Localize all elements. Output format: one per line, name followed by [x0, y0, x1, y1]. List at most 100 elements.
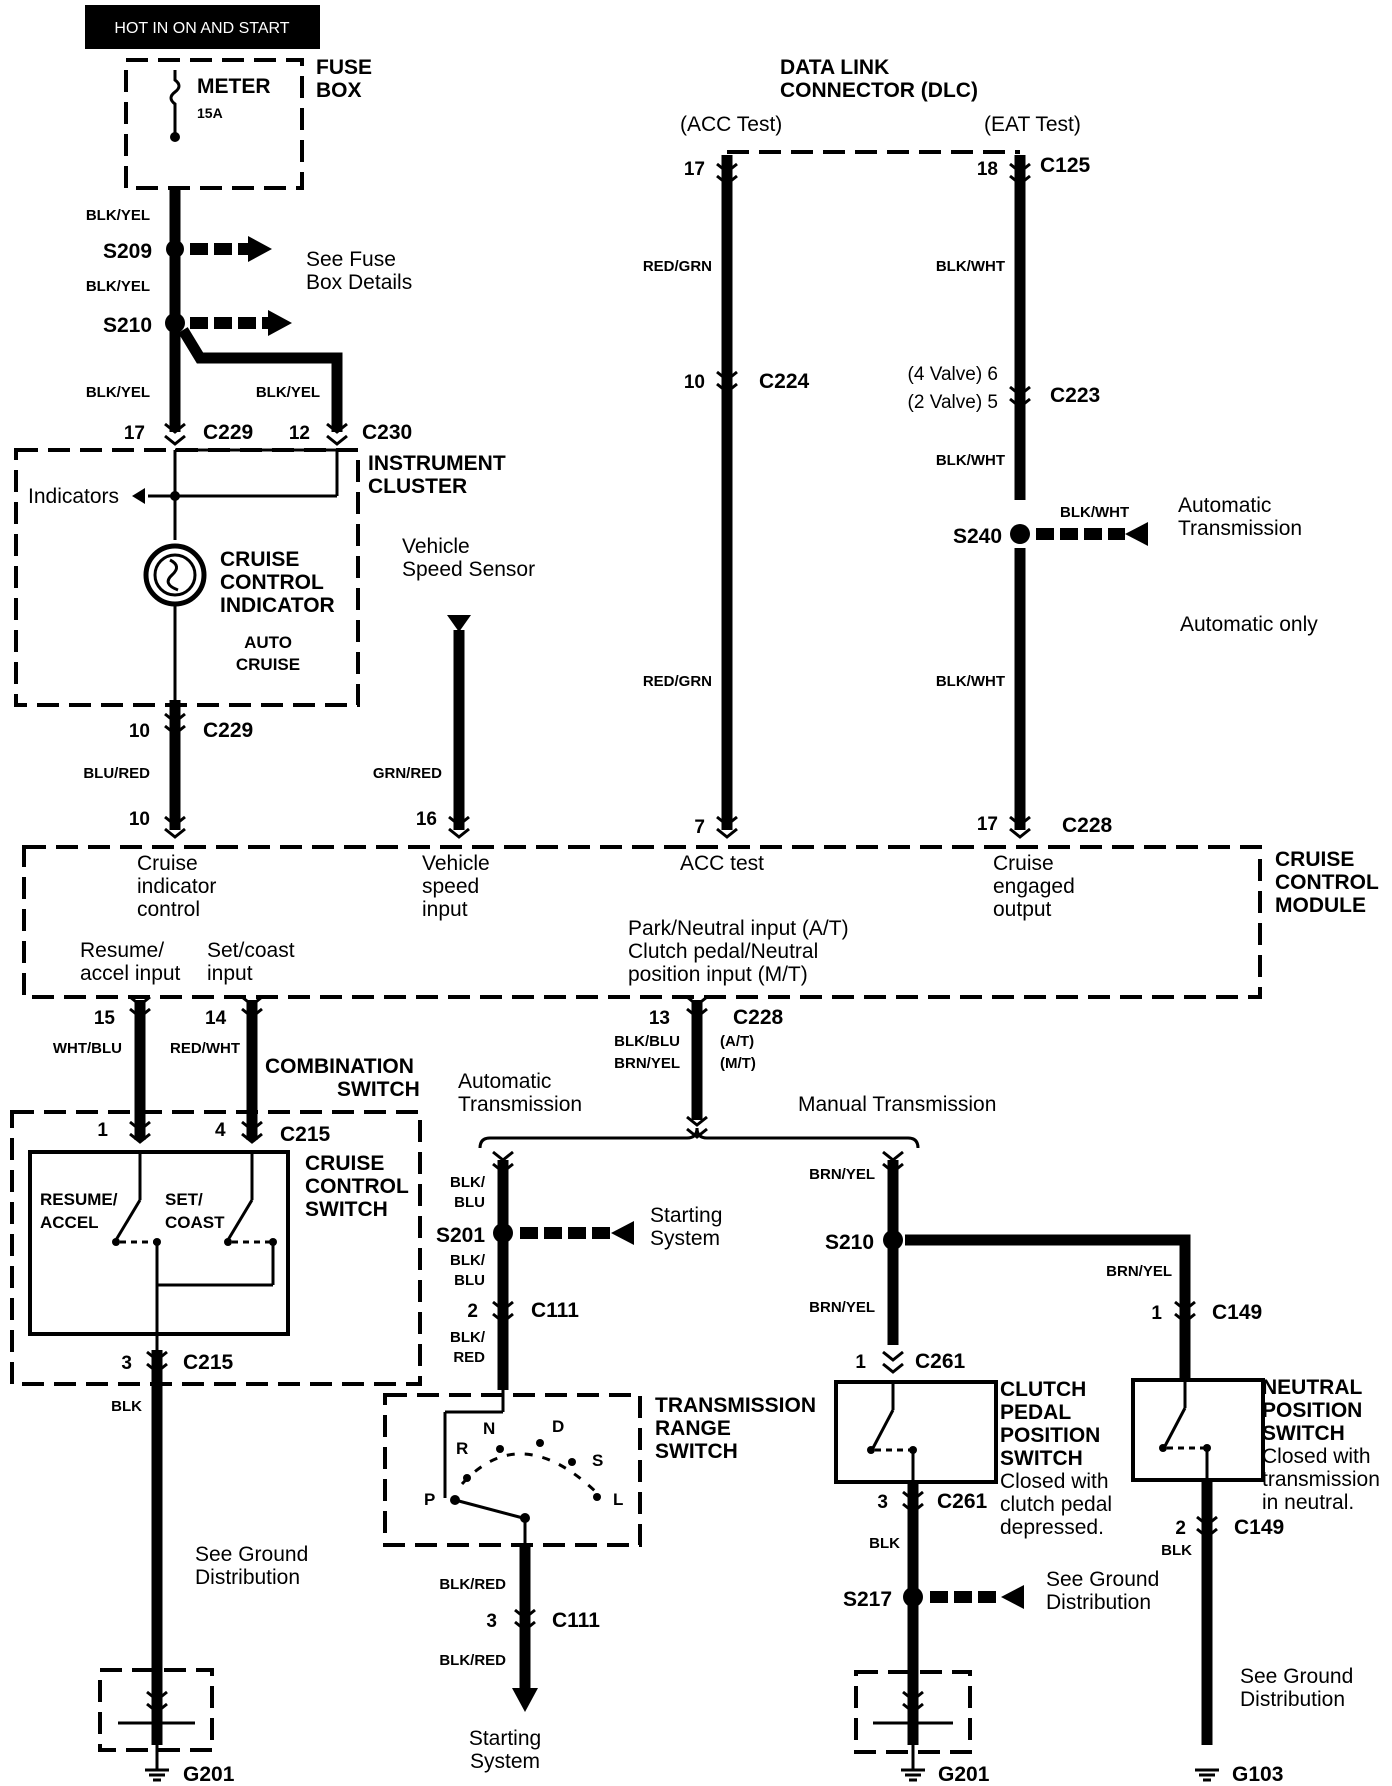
wire-label: BLK/YEL: [86, 384, 150, 401]
wire-label: BRN/YEL: [809, 1166, 875, 1183]
hot-label: HOT IN ON AND START: [114, 20, 289, 37]
splice-s209: [166, 240, 184, 258]
arrow-icon: [1001, 1585, 1024, 1609]
pin: 17: [124, 423, 145, 444]
connector-c111-b: C111: [552, 1609, 600, 1632]
connector-c224: C224: [759, 370, 810, 393]
wire-label: BLK/BLU: [614, 1033, 680, 1050]
connector-chevron-icon: [164, 815, 186, 839]
pin: 1: [855, 1352, 866, 1373]
connector-chevron-icon: [686, 995, 708, 1019]
note: See Ground: [1240, 1665, 1353, 1688]
wire-label: BRN/YEL: [614, 1055, 680, 1072]
wire-label: RED/WHT: [170, 1040, 240, 1057]
pin: 1: [97, 1120, 108, 1141]
switch-label: COAST: [165, 1213, 225, 1232]
connector-c215-b: C215: [183, 1351, 234, 1374]
branch-bracket: [478, 1127, 920, 1149]
wire-label: BLK: [869, 1535, 900, 1552]
wire-label: BLK: [111, 1398, 142, 1415]
instrument-cluster-label: INSTRUMENT: [368, 452, 506, 475]
connector-chevron-icon: [492, 1300, 514, 1324]
connector-c229-b: C229: [203, 719, 253, 742]
connector-c261-b: C261: [937, 1490, 988, 1513]
pin: 3: [121, 1353, 132, 1374]
note: Transmission: [1178, 517, 1302, 540]
note: in neutral.: [1262, 1491, 1354, 1514]
wire-label: BLK/YEL: [86, 278, 150, 295]
module-pin-label: input: [207, 962, 253, 985]
wire-label: RED/GRN: [643, 673, 712, 690]
cruise-indicator-label: CRUISE: [220, 548, 299, 571]
transmission-range-switch: [383, 1393, 642, 1547]
switch-contact-icon-3: [871, 1409, 895, 1449]
gear-label: N: [483, 1419, 495, 1438]
switch-contact-icon-4: [1163, 1407, 1187, 1447]
splice-s201: [493, 1223, 513, 1243]
cpps-label-3: POSITION: [1000, 1424, 1100, 1447]
pin: 14: [205, 1008, 227, 1029]
wire-label: (M/T): [720, 1055, 756, 1072]
wire-label: BLK: [1161, 1542, 1192, 1559]
wire-label: BLK/WHT: [936, 258, 1005, 275]
module-pin-label: accel input: [80, 962, 181, 985]
module-pin-label: indicator: [137, 875, 216, 898]
splice-label: S240: [953, 525, 1002, 548]
connector-chevron-icon: [241, 995, 263, 1019]
wire-label: (A/T): [720, 1033, 754, 1050]
wire-label: WHT/BLU: [53, 1040, 122, 1057]
arrow-icon: [1125, 522, 1148, 546]
connector-c149-b: C149: [1234, 1516, 1284, 1539]
connector-chevron-icon: [1009, 385, 1031, 409]
combination-switch: [10, 1110, 422, 1386]
module-pin-label: Cruise: [137, 852, 198, 875]
connector-chevron-icon: [129, 995, 151, 1019]
wire-label: BLK/YEL: [86, 207, 150, 224]
note: Automatic only: [1180, 613, 1318, 636]
note: Distribution: [1240, 1688, 1345, 1711]
fuse-rating: 15A: [197, 105, 223, 121]
ccm-label: CRUISE: [1275, 848, 1354, 871]
connector-chevron-icon: [716, 370, 738, 394]
connector-c228: C228: [1062, 814, 1113, 837]
cruise-label: CRUISE: [236, 655, 300, 674]
hot-badge: [85, 5, 320, 49]
module-pin-label: ACC test: [680, 852, 764, 875]
switch-label: SET/: [165, 1190, 203, 1209]
nps-label: NEUTRAL: [1262, 1376, 1362, 1399]
wire-label: BLU/RED: [83, 765, 150, 782]
arrow-icon: [248, 236, 272, 262]
gear-label: S: [592, 1451, 603, 1470]
splice-s210: [165, 313, 185, 333]
cruise-control-module: [22, 845, 1262, 999]
connector-chevron-icon: [716, 162, 738, 186]
switch-contact-icon: [114, 1199, 142, 1241]
pin: 10: [129, 809, 150, 830]
gear-label: P: [424, 1490, 435, 1509]
connector-c228-b: C228: [733, 1006, 784, 1029]
connector-chevron-icon: [146, 1350, 168, 1374]
trs-label-2: RANGE: [655, 1417, 731, 1440]
module-pin-label: speed: [422, 875, 479, 898]
connector-c125: C125: [1040, 154, 1091, 177]
wire-label: BRN/YEL: [809, 1299, 875, 1316]
splice-s217: [903, 1587, 923, 1607]
wire-label: GRN/RED: [373, 765, 442, 782]
neutral-position-switch: [1131, 1378, 1265, 1482]
note: depressed.: [1000, 1516, 1104, 1539]
connector-c215: C215: [280, 1123, 331, 1146]
fuse-box-label-2: BOX: [316, 79, 362, 102]
connector-chevron-icon: [1196, 1515, 1218, 1539]
splice-label: S209: [103, 240, 152, 263]
connector-chevron-icon: [514, 1608, 536, 1632]
connector-chevron-icon: [241, 1120, 263, 1144]
splice-s210-b: [883, 1230, 903, 1250]
connector-chevron-icon: [448, 815, 470, 839]
wire-label: BLK/YEL: [256, 384, 320, 401]
trs-label-3: SWITCH: [655, 1440, 738, 1463]
pin: 7: [694, 817, 705, 838]
pin: (2 Valve) 5: [908, 392, 998, 413]
note: See Fuse: [306, 248, 396, 271]
note: System: [470, 1750, 540, 1773]
